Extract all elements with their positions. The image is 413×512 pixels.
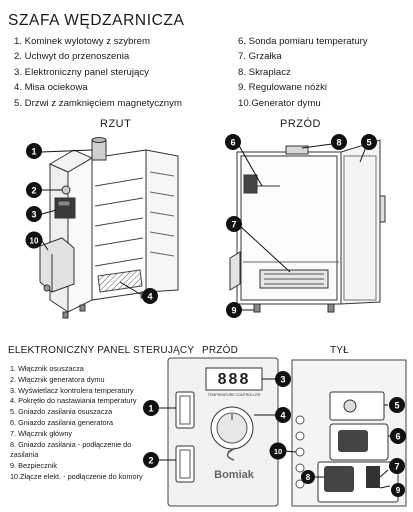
callout-1: 1 — [26, 143, 42, 159]
panel-legend-item: 5. Gniazdo zasilania osuszacza — [10, 407, 113, 417]
panel-front-label: PRZÓD — [202, 345, 238, 356]
callout-panel-3: 3 — [275, 371, 291, 387]
panel-legend-item: 8. Gniazdo zasilania - podłączenie do za… — [10, 439, 132, 460]
panel-back-drawing — [291, 359, 407, 507]
callout-badges: 1 2 3 10 4 6 8 5 — [25, 134, 406, 497]
panel-legend: 1. Włącznik osuszacza 2. Włącznik genera… — [10, 364, 160, 483]
callout-panel-6: 6 — [390, 428, 406, 444]
legend-item: 7. Grzałka — [238, 51, 282, 63]
callout-label: 1 — [148, 404, 153, 414]
callout-label: 7 — [394, 462, 399, 472]
panel-back-label: TYŁ — [330, 345, 349, 356]
callout-4: 4 — [142, 288, 158, 304]
callout-label: 4 — [280, 411, 285, 421]
callout-panel-8: 8 — [301, 470, 315, 484]
callout-label: 3 — [280, 375, 285, 385]
panel-legend-item: 10.Złącze elekt. - podłączenie do komory — [10, 471, 143, 481]
legend-item: 1. Kominek wylotowy z szybrem — [14, 36, 150, 47]
callout-label: 1 — [31, 147, 36, 157]
callout-label: 9 — [231, 306, 236, 316]
callout-panel-2: 2 — [143, 452, 159, 468]
legend-item: 5. Drzwi z zamknięciem magnetycznym — [14, 97, 182, 109]
callout-label: 8 — [306, 473, 311, 482]
callout-label: 10 — [274, 447, 282, 456]
callout-panel-5: 5 — [389, 397, 405, 413]
panel-legend-item: 6. Gniazdo zasilania generatora — [10, 417, 114, 427]
legend-item: 6. Sonda pomiaru temperatury — [238, 36, 368, 47]
callout-panel-4: 4 — [275, 407, 291, 423]
panel-legend-item: 2. Włącznik generatora dymu — [10, 374, 105, 384]
view-label-rzut: RZUT — [100, 118, 132, 130]
callout-panel-9: 9 — [391, 483, 405, 497]
callout-10-rzut: 10 — [25, 231, 43, 249]
callout-label: 9 — [396, 486, 401, 495]
callout-label: 3 — [31, 210, 36, 220]
callout-label: 2 — [148, 456, 153, 466]
callout-5: 5 — [361, 134, 377, 150]
callout-label: 6 — [230, 138, 235, 148]
legend-item: 8. Skraplacz — [238, 66, 291, 78]
legend-item: 2. Uchwyt do przenoszenia — [14, 51, 130, 63]
legend-item: 10.Generator dymu — [238, 97, 321, 109]
panel-front-drawing — [167, 357, 279, 507]
panel-front-callouts — [158, 378, 276, 461]
panel-legend-item: 9. Bezpiecznik — [10, 461, 58, 471]
display-digits: 888 — [218, 371, 251, 388]
callout-6: 6 — [225, 134, 241, 150]
callout-label: 8 — [336, 138, 341, 148]
callout-8: 8 — [331, 134, 347, 150]
parts-legend-left: 1. Kominek wylotowy z szybrem 2. Uchwyt … — [14, 34, 182, 111]
legend-item: 3. Elektroniczny panel sterujący — [14, 66, 149, 78]
rzut-cabinet-drawing — [39, 137, 179, 319]
display-caption: TEMPERATURE CONTROLLER — [208, 393, 261, 397]
panel-legend-item: 3. Wyświetlacz kontrolera temperatury — [10, 385, 134, 395]
callout-label: 2 — [31, 186, 36, 196]
callout-label: 6 — [395, 432, 400, 442]
panel-section-title: ELEKTRONICZNY PANEL STERUJĄCY — [8, 345, 195, 356]
legend-item: 4. Misa ociekowa — [14, 82, 88, 94]
callout-panel-1: 1 — [143, 400, 159, 416]
callout-3: 3 — [26, 206, 42, 222]
callout-label: 4 — [147, 292, 152, 302]
callout-label: 5 — [394, 401, 399, 411]
panel-legend-item: 1. Włącznik osuszacza — [10, 364, 84, 373]
callout-label: 10 — [30, 237, 39, 246]
callout-label: 5 — [366, 138, 371, 148]
view-label-przod: PRZÓD — [280, 118, 321, 130]
legend-item: 9. Regulowane nóżki — [238, 82, 328, 94]
panel-legend-item: 7. Włącznik główny — [10, 428, 73, 438]
callout-label: 7 — [231, 220, 236, 230]
callout-2: 2 — [26, 182, 42, 198]
brand-logo-text: Bomiak — [214, 469, 255, 481]
callout-panel-10: 10 — [269, 442, 287, 460]
parts-legend-right: 6. Sonda pomiaru temperatury 7. Grzałka … — [238, 34, 368, 111]
callout-7: 7 — [226, 216, 242, 232]
przod-cabinet-drawing — [229, 139, 386, 313]
panel-legend-item: 4. Pokrętło do nastawiania temperatury — [10, 396, 137, 406]
page-title: SZAFA WĘDZARNICZA — [8, 12, 185, 29]
callout-panel-7: 7 — [389, 458, 405, 474]
rzut-callouts — [40, 149, 141, 295]
callout-9: 9 — [226, 302, 242, 318]
